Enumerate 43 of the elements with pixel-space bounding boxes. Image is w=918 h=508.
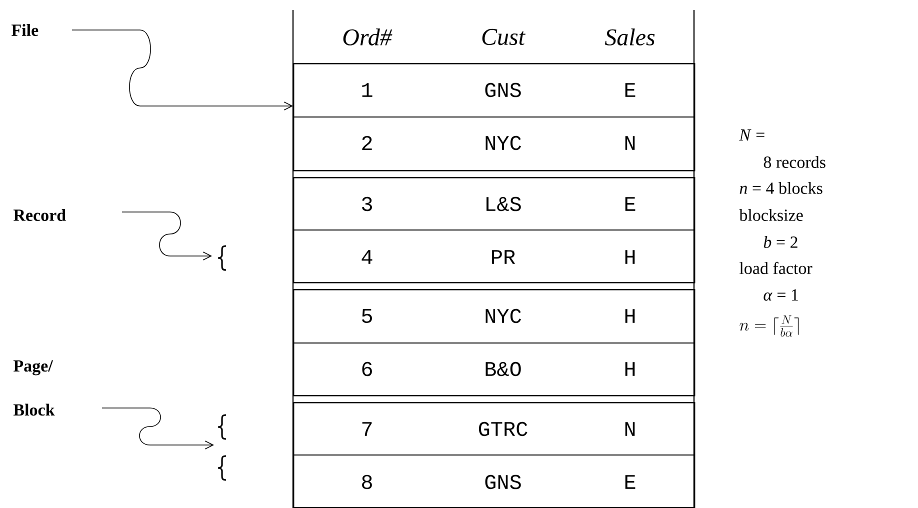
table-cell: H: [625, 250, 635, 264]
table-cell: 4: [362, 250, 372, 264]
table-cell: GNS: [485, 82, 521, 98]
table-cell: GTRC: [478, 422, 528, 436]
table-cell: 2: [362, 136, 372, 150]
table-cell: NYC: [486, 136, 522, 150]
table-cell: PR: [492, 250, 516, 264]
arrow: [72, 30, 293, 110]
term-label: Page/ Block: [14, 360, 55, 416]
table-cell: L&S: [486, 196, 521, 212]
note-text: load factor: [740, 262, 812, 274]
table-cell: H: [625, 362, 635, 376]
table-cell: 6: [362, 362, 372, 376]
note-text: α = 1: [764, 289, 798, 301]
table-cell: GNS: [485, 474, 521, 490]
table-cell: H: [625, 309, 635, 323]
arrow: [102, 408, 214, 450]
block-box: [293, 177, 696, 284]
table-frame: [292, 9, 695, 508]
block-box: [293, 402, 696, 508]
table-cell: N: [625, 136, 635, 150]
note-text: b = 2: [764, 236, 798, 248]
table-cell: 1: [362, 83, 372, 97]
table-cell: N: [625, 422, 635, 436]
table-cell: NYC: [486, 308, 522, 324]
formula: $n = \lceil\frac{N}{b\alpha}\rceil$: [740, 316, 799, 337]
table-cell: 8: [362, 474, 372, 490]
note-text: n = 4 blocks: [740, 182, 822, 194]
term-label: Record: [14, 209, 66, 221]
arrow: [122, 212, 212, 260]
table-cell: 3: [362, 196, 372, 212]
note-text: 8 records: [764, 156, 826, 168]
note-text: N =: [739, 129, 764, 141]
table-cell: 7: [362, 422, 372, 436]
term-label: File: [12, 24, 38, 36]
table-cell: E: [625, 197, 636, 211]
table-cell: E: [625, 475, 636, 489]
block-box: [293, 63, 696, 172]
table-cell: 5: [362, 308, 372, 323]
table-cell: E: [625, 83, 636, 97]
note-text: blocksize: [739, 209, 803, 221]
table-cell: B&O: [486, 362, 521, 376]
block-box: [293, 289, 696, 396]
